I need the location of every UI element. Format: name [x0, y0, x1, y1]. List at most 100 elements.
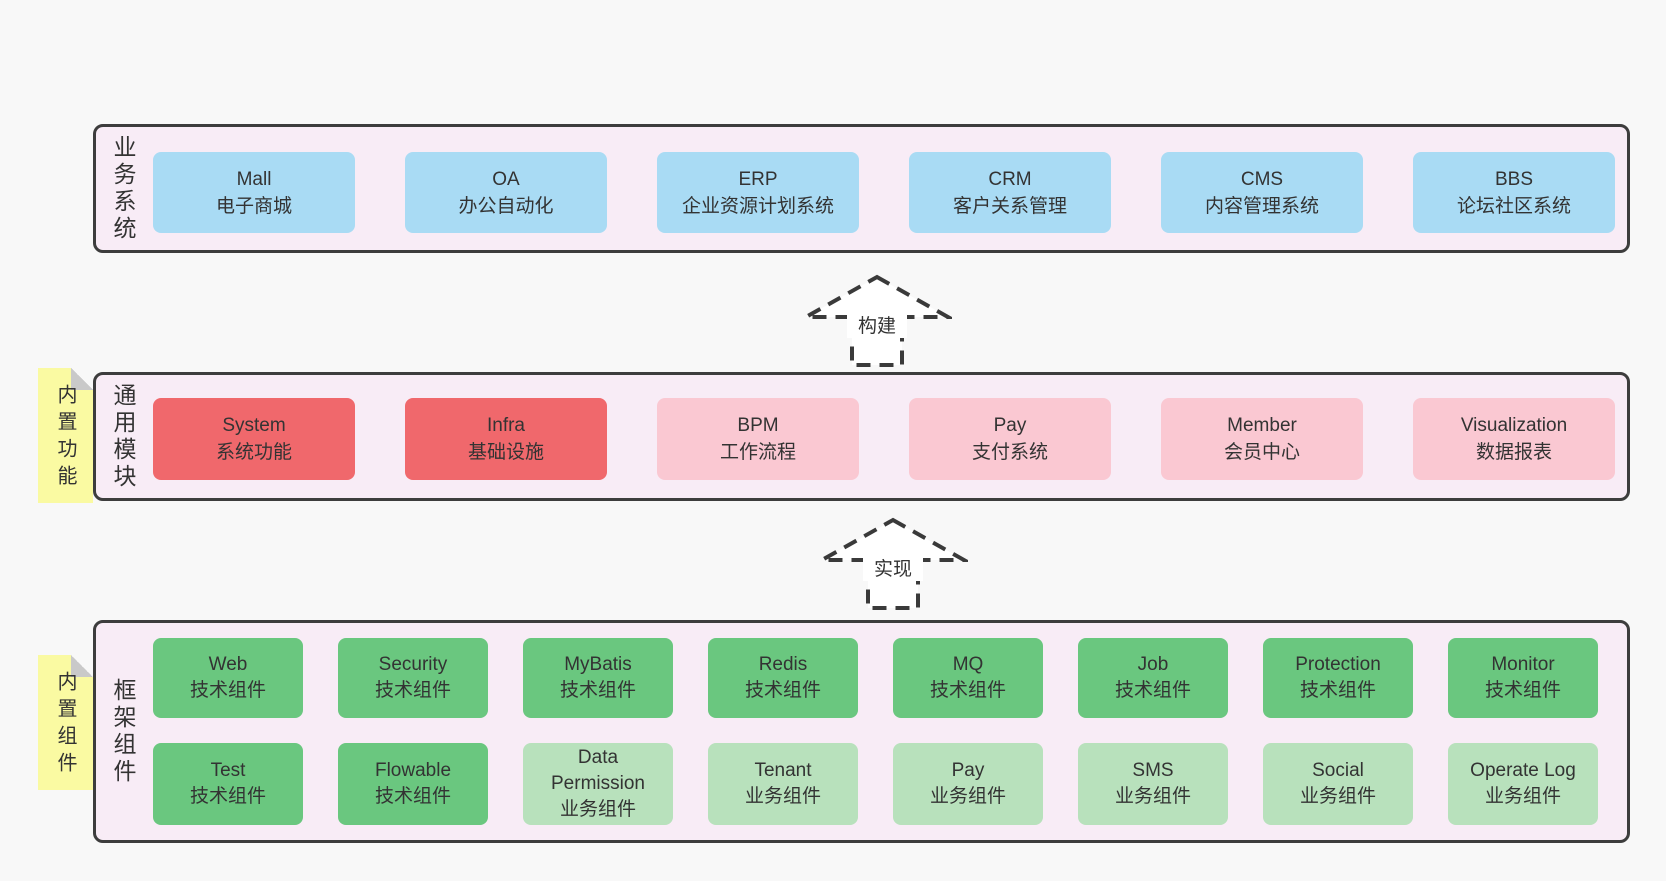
node-desc: 办公自动化 [458, 195, 554, 217]
node-infra: Infra 基础设施 [405, 398, 607, 480]
common-modules-panel: 通用模块 System 系统功能 Infra 基础设施 BPM 工作流程 Pay… [93, 372, 1630, 501]
node-name: CMS [1240, 168, 1284, 190]
node-name: BPM [737, 415, 779, 436]
node-mall: Mall 电子商城 [153, 152, 355, 233]
node-name: Visualization [1460, 415, 1568, 436]
node-desc: 会员中心 [1223, 442, 1300, 463]
node-name: Job [1137, 654, 1169, 675]
node-pay-component: Pay 业务组件 [893, 743, 1043, 825]
node-name: Test [210, 760, 246, 781]
node-name: Pay [993, 415, 1027, 436]
folded-corner-icon [71, 655, 93, 677]
node-security: Security 技术组件 [338, 638, 488, 718]
build-arrow-label: 构建 [858, 315, 896, 337]
node-name: Infra [486, 415, 526, 436]
node-system: System 系统功能 [153, 398, 355, 480]
node-desc: 内容管理系统 [1204, 195, 1319, 217]
node-name: CRM [988, 168, 1032, 190]
node-desc: 支付系统 [971, 442, 1048, 463]
node-desc: 技术组件 [1484, 680, 1561, 701]
node-name: Data Permission [551, 747, 645, 794]
build-arrow: 构建 [802, 273, 952, 368]
node-desc: 技术组件 [1299, 680, 1376, 701]
node-desc: 业务组件 [1484, 786, 1561, 807]
built-in-components-sticky-label: 内置组件 [54, 671, 76, 780]
node-name: Security [378, 654, 448, 675]
node-operate-log: Operate Log 业务组件 [1448, 743, 1598, 825]
node-desc: 业务组件 [1299, 786, 1376, 807]
node-name: Mall [236, 168, 272, 190]
node-desc: 技术组件 [929, 680, 1006, 701]
node-name: MQ [952, 654, 984, 675]
business-systems-row: Mall 电子商城 OA 办公自动化 ERP 企业资源计划系统 CRM 客户关系… [153, 152, 1615, 233]
node-pay-module: Pay 支付系统 [909, 398, 1111, 480]
node-bbs: BBS 论坛社区系统 [1413, 152, 1615, 233]
framework-components-panel-label: 框架组件 [110, 677, 136, 786]
node-desc: 基础设施 [467, 442, 544, 463]
node-flowable: Flowable 技术组件 [338, 743, 488, 825]
node-desc: 技术组件 [189, 786, 266, 807]
node-name: System [222, 415, 286, 436]
node-social: Social 业务组件 [1263, 743, 1413, 825]
implement-arrow-label: 实现 [874, 558, 912, 580]
framework-components-panel: 框架组件 Web 技术组件 Security 技术组件 MyBatis 技术组件… [93, 620, 1630, 843]
node-desc: 技术组件 [374, 786, 451, 807]
common-modules-row: System 系统功能 Infra 基础设施 BPM 工作流程 Pay 支付系统… [153, 398, 1615, 480]
node-tenant: Tenant 业务组件 [708, 743, 858, 825]
node-erp: ERP 企业资源计划系统 [657, 152, 859, 233]
implement-arrow: 实现 [818, 516, 968, 611]
folded-corner-icon [71, 368, 93, 390]
node-web: Web 技术组件 [153, 638, 303, 718]
node-name: Redis [758, 654, 808, 675]
node-crm: CRM 客户关系管理 [909, 152, 1111, 233]
common-modules-panel-label: 通用模块 [110, 382, 136, 491]
node-name: OA [492, 168, 520, 190]
business-systems-panel-label: 业务系统 [110, 134, 136, 243]
node-desc: 技术组件 [189, 680, 266, 701]
node-mybatis: MyBatis 技术组件 [523, 638, 673, 718]
node-desc: 技术组件 [374, 680, 451, 701]
node-job: Job 技术组件 [1078, 638, 1228, 718]
node-name: ERP [738, 168, 778, 190]
business-systems-panel: 业务系统 Mall 电子商城 OA 办公自动化 ERP 企业资源计划系统 CRM… [93, 124, 1630, 253]
node-desc: 业务组件 [929, 786, 1006, 807]
node-oa: OA 办公自动化 [405, 152, 607, 233]
node-desc: 系统功能 [215, 442, 292, 463]
tech-components-row: Web 技术组件 Security 技术组件 MyBatis 技术组件 Redi… [153, 638, 1598, 718]
node-protection: Protection 技术组件 [1263, 638, 1413, 718]
node-monitor: Monitor 技术组件 [1448, 638, 1598, 718]
node-data-permission: Data Permission 业务组件 [523, 743, 673, 825]
node-member: Member 会员中心 [1161, 398, 1363, 480]
node-name: Operate Log [1470, 760, 1576, 781]
node-desc: 企业资源计划系统 [681, 195, 834, 217]
node-bpm: BPM 工作流程 [657, 398, 859, 480]
node-name: Flowable [374, 760, 452, 781]
node-sms: SMS 业务组件 [1078, 743, 1228, 825]
node-name: Social [1312, 760, 1364, 781]
node-name: Protection [1295, 654, 1381, 675]
node-desc: 技术组件 [744, 680, 821, 701]
node-name: Monitor [1491, 654, 1555, 675]
node-desc: 技术组件 [559, 680, 636, 701]
biz-components-row: Test 技术组件 Flowable 技术组件 Data Permission … [153, 743, 1598, 825]
node-desc: 业务组件 [1114, 786, 1191, 807]
node-desc: 数据报表 [1475, 442, 1552, 463]
node-desc: 客户关系管理 [952, 195, 1067, 217]
node-name: Pay [951, 760, 985, 781]
built-in-components-sticky: 内置组件 [38, 655, 93, 790]
node-name: Tenant [754, 760, 812, 781]
node-mq: MQ 技术组件 [893, 638, 1043, 718]
node-name: Member [1227, 415, 1297, 436]
node-desc: 技术组件 [1114, 680, 1191, 701]
node-redis: Redis 技术组件 [708, 638, 858, 718]
node-name: SMS [1132, 760, 1174, 781]
node-desc: 业务组件 [744, 786, 821, 807]
node-desc: 电子商城 [215, 195, 292, 217]
up-arrow-icon: 实现 [818, 517, 968, 610]
built-in-features-sticky-label: 内置功能 [54, 384, 76, 493]
up-arrow-icon: 构建 [802, 274, 952, 367]
built-in-features-sticky: 内置功能 [38, 368, 93, 503]
node-test: Test 技术组件 [153, 743, 303, 825]
node-desc: 论坛社区系统 [1456, 195, 1571, 217]
node-name: BBS [1494, 168, 1534, 190]
